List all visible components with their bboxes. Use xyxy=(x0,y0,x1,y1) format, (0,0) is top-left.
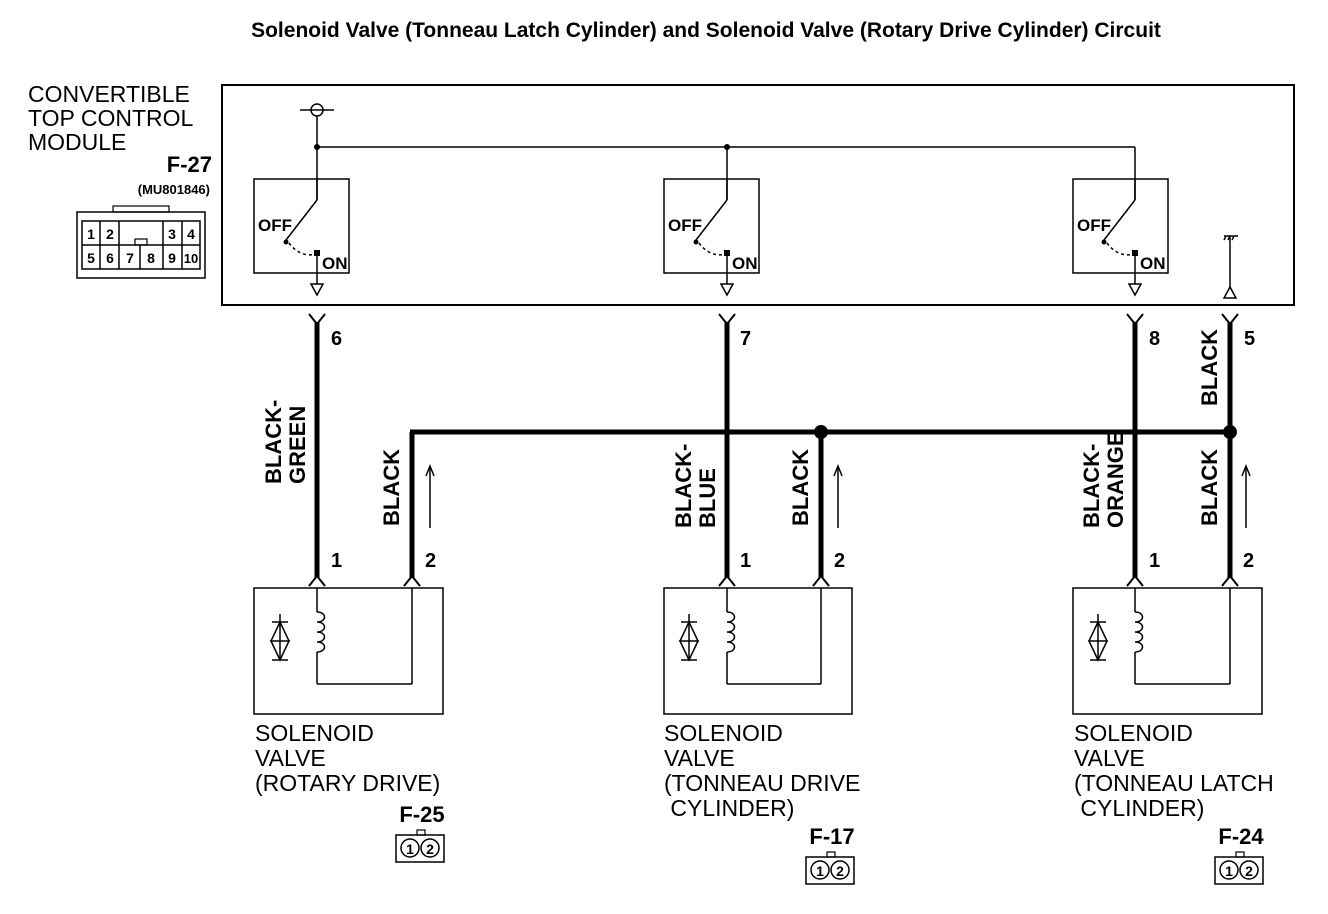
valve-3-label: SOLENOID VALVE (TONNEAU LATCH CYLINDER) xyxy=(1074,720,1274,821)
valve-1-label: SOLENOID VALVE (ROTARY DRIVE) xyxy=(255,720,440,796)
solenoid-valve-tonneau-drive xyxy=(663,587,853,715)
module-pin-number: 8 xyxy=(1149,328,1160,350)
pin-label: 7 xyxy=(126,250,134,266)
pin-label: 3 xyxy=(168,226,176,242)
valve-pin-number: 2 xyxy=(834,550,845,572)
module-connector-face xyxy=(76,205,206,279)
wire-color-label: BLACK- xyxy=(671,444,696,528)
switch-off-label: OFF xyxy=(668,216,702,235)
pin-label: 9 xyxy=(168,250,176,266)
pin-label: 1 xyxy=(1225,863,1233,879)
ground-sense-symbol xyxy=(1222,235,1238,299)
valve-connector-face-1: 1 2 xyxy=(395,829,445,863)
wire-color-label: BLUE xyxy=(695,468,720,528)
module-pin-number: 7 xyxy=(740,328,751,350)
module-pin-connectors xyxy=(308,313,1239,326)
valve-label-line: VALVE xyxy=(1074,745,1145,771)
valve-label-line: CYLINDER) xyxy=(1074,795,1204,821)
valve-label-line: (ROTARY DRIVE) xyxy=(255,770,440,796)
module-connector-part: (MU801846) xyxy=(138,182,210,197)
valve-label-line: VALVE xyxy=(664,745,735,771)
module-connector-pins: 1 2 3 4 5 6 7 8 9 10 xyxy=(87,226,198,266)
wire-color-label: BLACK- xyxy=(1079,444,1104,528)
valve-pin-number: 2 xyxy=(1243,550,1254,572)
module-label: CONVERTIBLE TOP CONTROL MODULE F-27 (MU8… xyxy=(28,81,212,197)
module-pin-number: 6 xyxy=(331,328,342,350)
module-box xyxy=(221,84,1295,306)
splice-points xyxy=(814,425,1237,439)
power-bus xyxy=(300,103,1136,200)
module-connector-id: F-27 xyxy=(167,152,212,177)
valve-label-line: SOLENOID xyxy=(664,720,783,746)
pin-label: 4 xyxy=(187,226,195,242)
pin-label: 8 xyxy=(147,250,155,266)
bus-junctions xyxy=(314,144,730,150)
solenoid-valve-tonneau-latch xyxy=(1072,587,1263,715)
pin-label: 2 xyxy=(426,841,434,857)
solenoid-valve-rotary-drive xyxy=(253,587,444,715)
valve-label-line: SOLENOID xyxy=(1074,720,1193,746)
switch-off-label: OFF xyxy=(1077,216,1111,235)
module-pin-number: 5 xyxy=(1244,328,1255,350)
valve-connector-face-2: 1 2 xyxy=(805,851,855,885)
pin-label: 5 xyxy=(87,250,95,266)
switch-on-label: ON xyxy=(732,254,758,273)
valve-label-line: SOLENOID xyxy=(255,720,374,746)
wire-color-label: BLACK xyxy=(1197,329,1222,406)
pin-label: 10 xyxy=(184,251,198,266)
module-name-line-2: TOP CONTROL xyxy=(28,105,193,131)
pin-label: 2 xyxy=(106,226,114,242)
wire-color-label: GREEN xyxy=(285,406,310,484)
module-name-line-1: CONVERTIBLE xyxy=(28,81,190,107)
switch-on-label: ON xyxy=(322,254,348,273)
pin-label: 1 xyxy=(816,863,824,879)
valve-label-line: (TONNEAU DRIVE xyxy=(664,770,860,796)
wire-color-label: ORANGE xyxy=(1103,431,1128,528)
switch-on-label: ON xyxy=(1140,254,1166,273)
valve-pin-number: 1 xyxy=(1149,550,1160,572)
valve-connector-face-3: 1 2 xyxy=(1214,851,1264,885)
pin-label: 2 xyxy=(836,863,844,879)
relay-switch-3: OFF ON xyxy=(1072,178,1169,297)
switch-off-label: OFF xyxy=(258,216,292,235)
valve-label-line: (TONNEAU LATCH xyxy=(1074,770,1274,796)
diagram-title: Solenoid Valve (Tonneau Latch Cylinder) … xyxy=(251,19,1161,42)
pin-label: 6 xyxy=(106,250,114,266)
pin-label: 1 xyxy=(406,841,414,857)
wire-color-label: BLACK xyxy=(1197,449,1222,526)
current-direction-arrows xyxy=(425,463,1251,528)
valve-pin-connectors xyxy=(308,574,1239,587)
valve-label-line: CYLINDER) xyxy=(664,795,794,821)
valve-connector-id: F-24 xyxy=(1218,824,1264,849)
relay-switch-2: OFF ON xyxy=(663,178,760,297)
wire-color-label: BLACK- xyxy=(261,400,286,484)
pin-label: 1 xyxy=(87,226,95,242)
valve-pin-number: 1 xyxy=(331,550,342,572)
relay-switch-1: OFF ON xyxy=(253,178,350,297)
wire-color-label: BLACK xyxy=(379,449,404,526)
valve-label-line: VALVE xyxy=(255,745,326,771)
pin-label: 2 xyxy=(1245,863,1253,879)
valve-connector-id: F-17 xyxy=(809,824,854,849)
module-name-line-3: MODULE xyxy=(28,129,126,155)
wire-color-label: BLACK xyxy=(788,449,813,526)
valve-2-label: SOLENOID VALVE (TONNEAU DRIVE CYLINDER) xyxy=(664,720,860,821)
valve-connector-id: F-25 xyxy=(399,802,444,827)
valve-pin-number: 1 xyxy=(740,550,751,572)
valve-pin-number: 2 xyxy=(425,550,436,572)
wire-color-labels: BLACK- GREEN BLACK BLACK- BLUE BLACK BLA… xyxy=(261,329,1222,528)
